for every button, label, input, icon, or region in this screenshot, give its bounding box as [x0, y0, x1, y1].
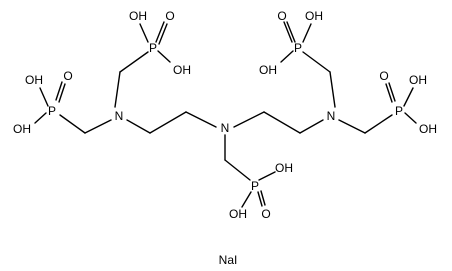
bond: [34, 112, 47, 124]
bond: [55, 81, 63, 101]
bond: [263, 111, 301, 134]
bond: [283, 21, 293, 43]
bond: [158, 23, 168, 45]
atom-p2-o: O: [63, 69, 72, 83]
bond: [155, 21, 165, 43]
atom-p1-oh-a: OH: [129, 9, 147, 23]
bond: [338, 119, 366, 134]
bond: [59, 114, 86, 134]
bond: [149, 111, 187, 134]
atom-p1: P: [149, 41, 157, 55]
bond: [139, 23, 149, 43]
bond: [388, 82, 396, 102]
bond: [39, 87, 49, 107]
atom-p1-oh-b: OH: [173, 63, 191, 77]
counterion-label: NaI: [219, 253, 238, 267]
bond: [233, 111, 265, 128]
atom-p5-oh-a: OH: [409, 73, 427, 87]
bond: [241, 191, 252, 208]
bond: [403, 87, 414, 107]
bond: [126, 119, 151, 134]
atom-p2: P: [48, 104, 56, 118]
bond: [286, 21, 296, 43]
bond: [258, 171, 276, 181]
bond: [224, 159, 251, 181]
bond: [329, 71, 336, 108]
atom-p3: P: [251, 179, 259, 193]
atom-p5-o: O: [379, 69, 388, 83]
atom-p4-oh-b: OH: [259, 63, 277, 77]
bond: [157, 50, 171, 63]
atom-n2: N: [221, 121, 230, 135]
bond: [302, 51, 331, 73]
bond: [404, 112, 417, 124]
atom-p5: P: [395, 104, 403, 118]
bond: [302, 23, 312, 43]
bond: [280, 50, 294, 63]
bond: [364, 114, 393, 134]
atom-p2-oh-b: OH: [13, 122, 31, 136]
atom-p5-oh-b: OH: [419, 122, 437, 136]
bond: [185, 111, 217, 128]
bond: [385, 83, 393, 103]
atom-n3: N: [327, 109, 336, 123]
bonds: [34, 21, 417, 208]
bond: [299, 119, 324, 134]
bond: [119, 51, 149, 73]
atom-p3-oh-a: OH: [275, 161, 293, 175]
bond: [84, 119, 112, 134]
atom-p4-o: O: [277, 9, 286, 23]
atom-p3-o: O: [261, 207, 270, 221]
atom-p3-oh-b: OH: [229, 207, 247, 221]
atom-n1: N: [115, 109, 124, 123]
bond: [114, 71, 121, 108]
atom-labels: N N N P P P P P OH O OH OH O OH OH O OH …: [13, 9, 437, 267]
atom-p2-oh-a: OH: [25, 73, 43, 87]
atom-p1-o: O: [165, 9, 174, 23]
bond: [260, 190, 266, 206]
bond: [257, 191, 263, 207]
bond: [58, 83, 66, 103]
atom-p4-oh-a: OH: [305, 9, 323, 23]
atom-p4: P: [294, 41, 302, 55]
